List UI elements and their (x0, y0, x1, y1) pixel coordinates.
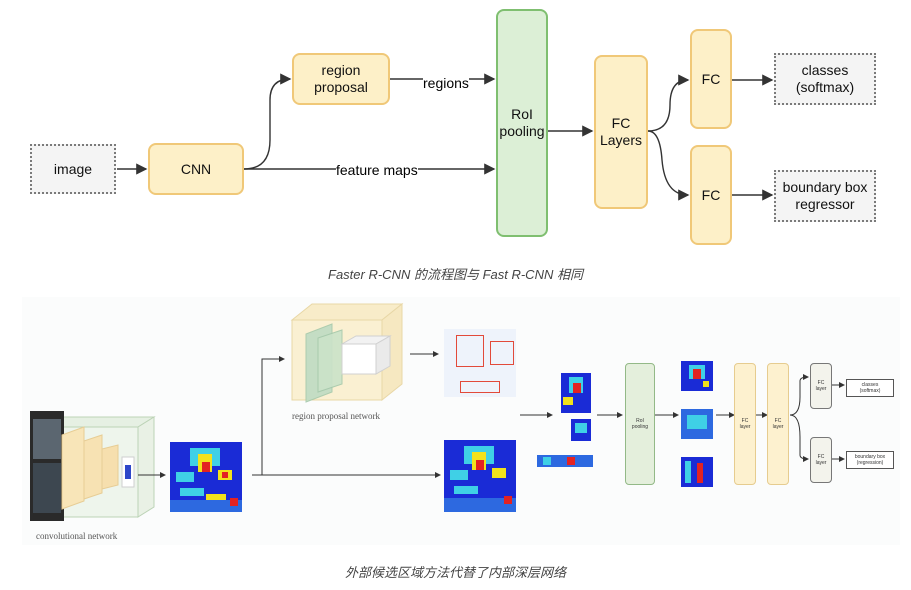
feature-maps-edge-label: feature maps (336, 162, 418, 179)
fc-layer-1: FC layer (734, 363, 756, 485)
bbox-output: boundary box (regression) (846, 451, 894, 469)
fc-layer-top: FC layer (810, 363, 832, 409)
proposal-box-1 (456, 335, 484, 367)
proposal-box-3 (460, 381, 500, 393)
region-proposal-network-label: region proposal network (292, 411, 380, 421)
roi-pooling-block: RoI pooling (625, 363, 655, 485)
edge-fclayers-fcbottom (647, 130, 690, 201)
image-node: image (30, 144, 116, 194)
edge-fclayers-fctop (647, 74, 690, 132)
classes-node: classes (softmax) (774, 53, 876, 105)
feature-map-heatmap (170, 442, 242, 512)
fc-layers-node: FC Layers (594, 55, 648, 209)
convolutional-network-label: convolutional network (36, 531, 118, 541)
fc-bottom-node: FC (690, 145, 732, 245)
region-proposals-image (444, 329, 516, 397)
roi-crop-3 (537, 455, 593, 467)
roi-crop-1 (561, 373, 591, 413)
feature-map-heatmap-2 (444, 440, 516, 512)
roi-crop-2 (571, 419, 591, 441)
convolutional-network-graphic (30, 411, 156, 521)
bottom-connectors (138, 351, 845, 478)
bbox-regressor-node: boundary box regressor (774, 170, 876, 222)
edge-cnn-region (243, 73, 292, 170)
cnn-node: CNN (148, 143, 244, 195)
fc-top-node: FC (690, 29, 732, 129)
fc-layer-bottom: FC layer (810, 437, 832, 483)
pooled-map-3 (681, 457, 713, 487)
caption-top: Faster R-CNN 的流程图与 Fast R-CNN 相同 (328, 267, 583, 282)
caption-bottom: 外部候选区域方法代替了内部深层网络 (344, 565, 566, 580)
proposal-box-2 (490, 341, 514, 365)
classes-output: classes (softmax) (846, 379, 894, 397)
pooled-map-2 (681, 409, 713, 439)
fc-layer-2: FC layer (767, 363, 789, 485)
regions-edge-label: regions (423, 75, 469, 92)
pooled-map-1 (681, 361, 713, 391)
region-proposal-node: region proposal (292, 53, 390, 105)
region-proposal-network-graphic (290, 302, 404, 403)
roi-pooling-node: RoI pooling (496, 9, 548, 237)
